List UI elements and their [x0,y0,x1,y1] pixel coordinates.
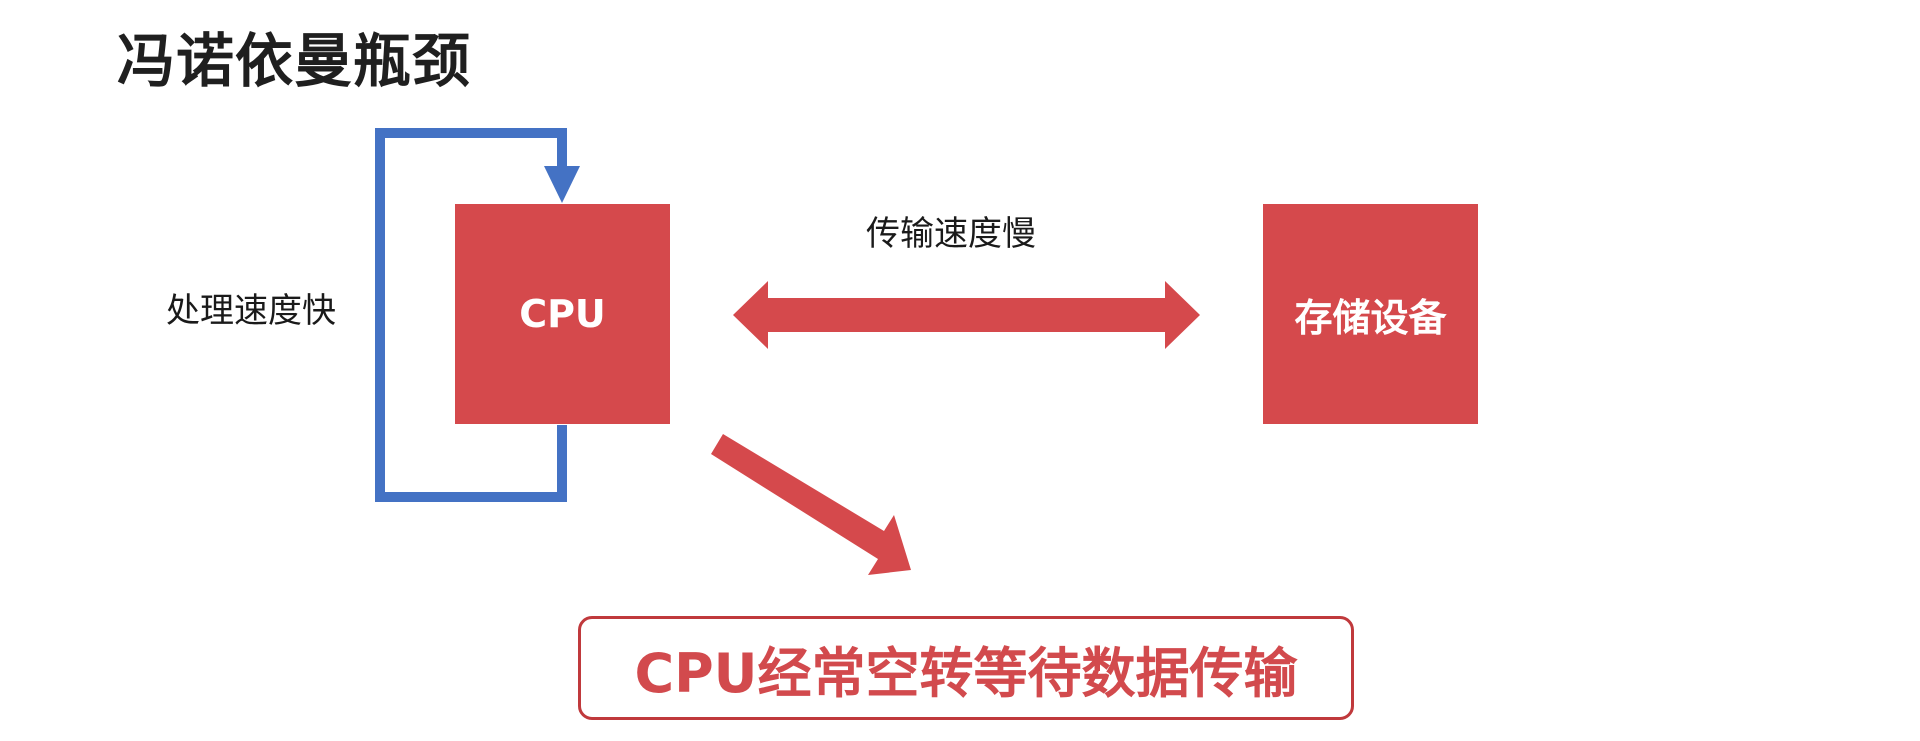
conclusion-text: CPU经常空转等待数据传输 [634,641,1298,705]
page-title: 冯诺依曼瓶颈 [117,27,472,95]
processing-speed-label: 处理速度快 [166,291,336,331]
storage-label: 存储设备 [1294,295,1447,340]
transfer-speed-label: 传输速度慢 [866,214,1036,254]
storage-box: 存储设备 [1263,204,1478,424]
cpu-box: CPU [455,204,670,424]
processing-loop-line [375,128,567,502]
cpu-label: CPU [519,292,606,336]
conclusion-box: CPU经常空转等待数据传输 [578,616,1354,720]
transfer-double-arrow [733,281,1200,349]
conclusion-pointer-arrow [711,434,911,575]
processing-loop-arrowhead [544,166,580,203]
